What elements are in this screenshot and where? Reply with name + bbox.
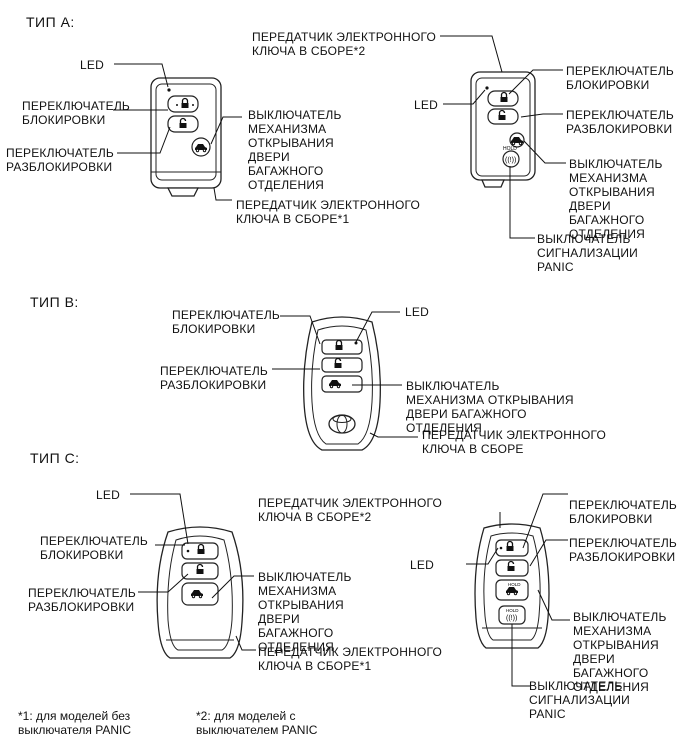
type-a-key2-illustration: HOLD ((!)) — [470, 71, 536, 188]
type-c-key2-led-label: LED — [410, 558, 434, 572]
type-a-key1-unlock-label: ПЕРЕКЛЮЧАТЕЛЬ РАЗБЛОКИРОВКИ — [6, 146, 114, 174]
type-a-key1-illustration — [150, 77, 222, 197]
type-a-key2-assembly-label: ПЕРЕДАТЧИК ЭЛЕКТРОННОГО КЛЮЧА В СБОРЕ*2 — [252, 30, 437, 58]
type-a-key2-panic-label: ВЫКЛЮЧАТЕЛЬ СИГНАЛИЗАЦИИ PANIC — [537, 232, 639, 274]
type-a-key1-led — [167, 88, 171, 92]
type-a-key1-lock-label: ПЕРЕКЛЮЧАТЕЛЬ БЛОКИРОВКИ — [22, 99, 130, 127]
svg-text:((!)): ((!)) — [505, 157, 516, 164]
footnote-2: *2: для моделей с выключателем PANIC — [196, 709, 318, 737]
type-c-key2-hold-text-trunk: HOLD — [508, 582, 521, 587]
type-a-key2-hold-text: HOLD — [503, 146, 517, 152]
type-b-trunk-button[interactable] — [321, 375, 363, 393]
type-c-key1-unlock-label: ПЕРЕКЛЮЧАТЕЛЬ РАЗБЛОКИРОВКИ — [28, 586, 136, 614]
type-a-key1-trunk-label: ВЫКЛЮЧАТЕЛЬ МЕХАНИЗМА ОТКРЫВАНИЯ ДВЕРИ Б… — [248, 108, 342, 192]
type-b-trunk-label: ВЫКЛЮЧАТЕЛЬ МЕХАНИЗМА ОТКРЫВАНИЯ ДВЕРИ Б… — [406, 379, 574, 435]
footnote-1: *1: для моделей без выключателя PANIC — [18, 709, 132, 737]
type-c-key2-assembly-label: ПЕРЕДАТЧИК ЭЛЕКТРОННОГО КЛЮЧА В СБОРЕ*2 — [258, 496, 443, 524]
type-c-key1-trunk-label: ВЫКЛЮЧАТЕЛЬ МЕХАНИЗМА ОТКРЫВАНИЯ ДВЕРИ Б… — [258, 570, 352, 654]
type-a-key2-lock-label: ПЕРЕКЛЮЧАТЕЛЬ БЛОКИРОВКИ — [566, 64, 674, 92]
type-a-key2-unlock-label: ПЕРЕКЛЮЧАТЕЛЬ РАЗБЛОКИРОВКИ — [566, 108, 674, 136]
type-b-led — [354, 341, 358, 345]
type-b-assembly-label: ПЕРЕДАТЧИК ЭЛЕКТРОННОГО КЛЮЧА В СБОРЕ — [422, 428, 607, 456]
type-c-key2-trunk-label: ВЫКЛЮЧАТЕЛЬ МЕХАНИЗМА ОТКРЫВАНИЯ ДВЕРИ Б… — [573, 610, 667, 694]
type-c-key2-hold-text: HOLD — [506, 608, 519, 613]
type-b-lock-label: ПЕРЕКЛЮЧАТЕЛЬ БЛОКИРОВКИ — [172, 308, 280, 336]
type-c-key1-led — [186, 549, 190, 553]
type-b-key-illustration — [303, 316, 381, 451]
type-a-key2-emblem-tab — [481, 179, 505, 188]
type-a-key2-led — [485, 86, 489, 90]
type-a-key2-body — [470, 71, 536, 181]
type-c-key1-illustration — [156, 526, 244, 659]
type-a-key2-led-label: LED — [414, 98, 438, 112]
svg-text:((!)): ((!)) — [506, 615, 517, 622]
type-a-key1-assembly-label: ПЕРЕДАТЧИК ЭЛЕКТРОННОГО КЛЮЧА В СБОРЕ*1 — [236, 198, 421, 226]
type-b-led-label: LED — [405, 305, 429, 319]
type-c-key1-assembly-label: ПЕРЕДАТЧИК ЭЛЕКТРОННОГО КЛЮЧА В СБОРЕ*1 — [258, 645, 443, 673]
type-b-unlock-label: ПЕРЕКЛЮЧАТЕЛЬ РАЗБЛОКИРОВКИ — [160, 364, 268, 392]
type-b-title: ТИП B: — [30, 294, 79, 310]
type-c-title: ТИП C: — [30, 450, 80, 466]
type-c-key1-led-label: LED — [96, 488, 120, 502]
type-c-key1-lock-label: ПЕРЕКЛЮЧАТЕЛЬ БЛОКИРОВКИ — [40, 534, 148, 562]
type-a-key2-panic-button[interactable] — [502, 150, 520, 168]
type-c-key2-panic-label: ВЫКЛЮЧАТЕЛЬ СИГНАЛИЗАЦИИ PANIC — [529, 679, 631, 721]
type-a-key1-led-label: LED — [80, 58, 104, 72]
type-c-key2-lock-label: ПЕРЕКЛЮЧАТЕЛЬ БЛОКИРОВКИ — [569, 498, 677, 526]
type-c-key2-led — [499, 546, 503, 550]
type-c-key2-unlock-label: ПЕРЕКЛЮЧАТЕЛЬ РАЗБЛОКИРОВКИ — [569, 536, 677, 564]
type-b-unlock-button[interactable] — [321, 357, 363, 373]
type-a-key1-emblem-tab — [166, 187, 200, 197]
type-a-title: ТИП A: — [26, 14, 75, 30]
type-a-key2-trunk-label: ВЫКЛЮЧАТЕЛЬ МЕХАНИЗМА ОТКРЫВАНИЯ ДВЕРИ Б… — [569, 157, 663, 241]
